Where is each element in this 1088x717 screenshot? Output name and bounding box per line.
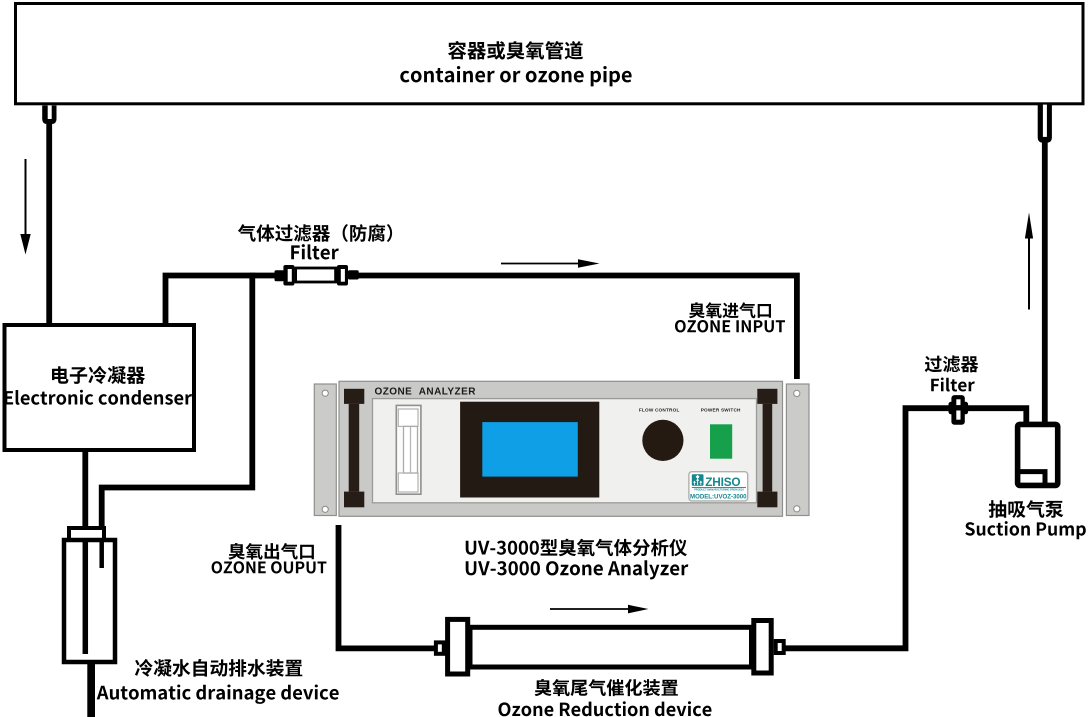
svg-text:POWER SWITCH: POWER SWITCH — [701, 408, 741, 413]
svg-text:PRODUCT MANUFACTURING FROM 201: PRODUCT MANUFACTURING FROM 2010 — [694, 489, 744, 492]
svg-text:MODEL:UVOZ-3000: MODEL:UVOZ-3000 — [690, 493, 747, 500]
svg-text:OZONE ANALYZER: OZONE ANALYZER — [375, 387, 477, 398]
svg-text:ZHISO: ZHISO — [705, 475, 740, 489]
svg-text:FLOW CONTROL: FLOW CONTROL — [639, 408, 680, 413]
